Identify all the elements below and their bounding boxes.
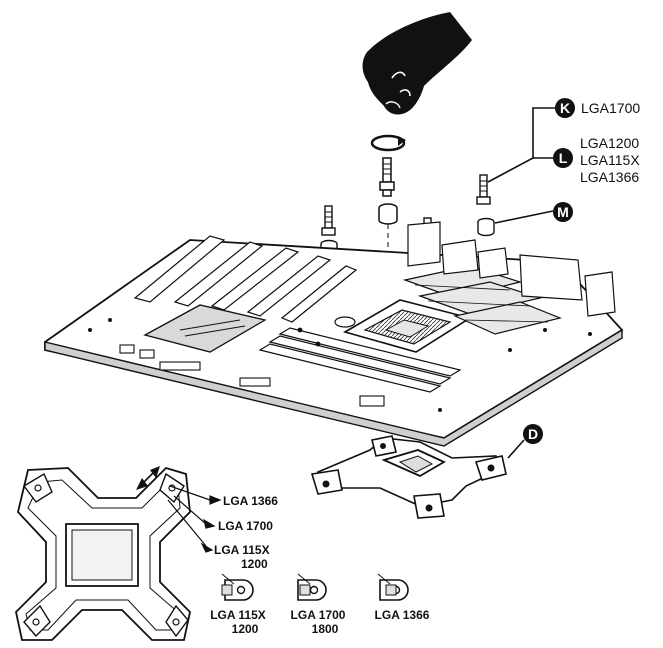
slider-label-1700: LGA 1700 1800 [280, 608, 356, 636]
callout-label-l-3: LGA1366 [580, 169, 640, 185]
leader-line-m [494, 210, 554, 224]
slider-label-1700-line2: 1800 [311, 622, 339, 636]
slider-label-115x: LGA 115X 1200 [200, 608, 276, 636]
backplate [15, 466, 191, 641]
leader-line-k-l [487, 107, 557, 183]
slide-direction-arrow-icon [136, 466, 160, 490]
cpu-socket [342, 299, 472, 353]
callout-badge-d: D [523, 424, 543, 444]
backplate-label-lga115x: LGA 115X [214, 543, 270, 557]
rotate-arrow-icon [370, 134, 406, 152]
callout-badge-m: M [553, 202, 573, 222]
spacer-washer-icon [378, 203, 398, 225]
slider-label-115x-line1: LGA 115X [210, 608, 266, 622]
backplate-callout-arrows [167, 485, 222, 553]
backplate-label-lga1366: LGA 1366 [223, 494, 278, 508]
spacer-washer-icon [477, 217, 495, 237]
chipset-heatsink [143, 304, 267, 353]
slider-label-115x-line2: 1200 [231, 622, 259, 636]
hand-icon [362, 12, 472, 115]
slider-position-icon [221, 573, 254, 601]
slider-position-icon [377, 573, 409, 601]
callout-label-l-1: LGA1200 [580, 135, 640, 151]
callout-badge-l: L [553, 148, 573, 168]
standoff-screw-icon [321, 205, 336, 236]
slider-label-1366-line1: LGA 1366 [374, 608, 430, 622]
leader-line-d [507, 439, 525, 459]
slider-label-1366: LGA 1366 [364, 608, 440, 622]
slider-label-1700-line1: LGA 1700 [290, 608, 346, 622]
slider-position-icon [297, 573, 327, 601]
callout-label-k: LGA1700 [581, 100, 641, 116]
standoff-screw-icon [476, 174, 491, 205]
backplate-label-lga1700: LGA 1700 [218, 519, 273, 533]
standoff-screw-icon [379, 157, 395, 197]
backplate-label-1200: 1200 [241, 557, 268, 571]
motherboard [44, 221, 624, 447]
callout-badge-k: K [555, 98, 575, 118]
mounting-bracket [310, 435, 507, 519]
callout-label-l-2: LGA115X [580, 152, 640, 168]
